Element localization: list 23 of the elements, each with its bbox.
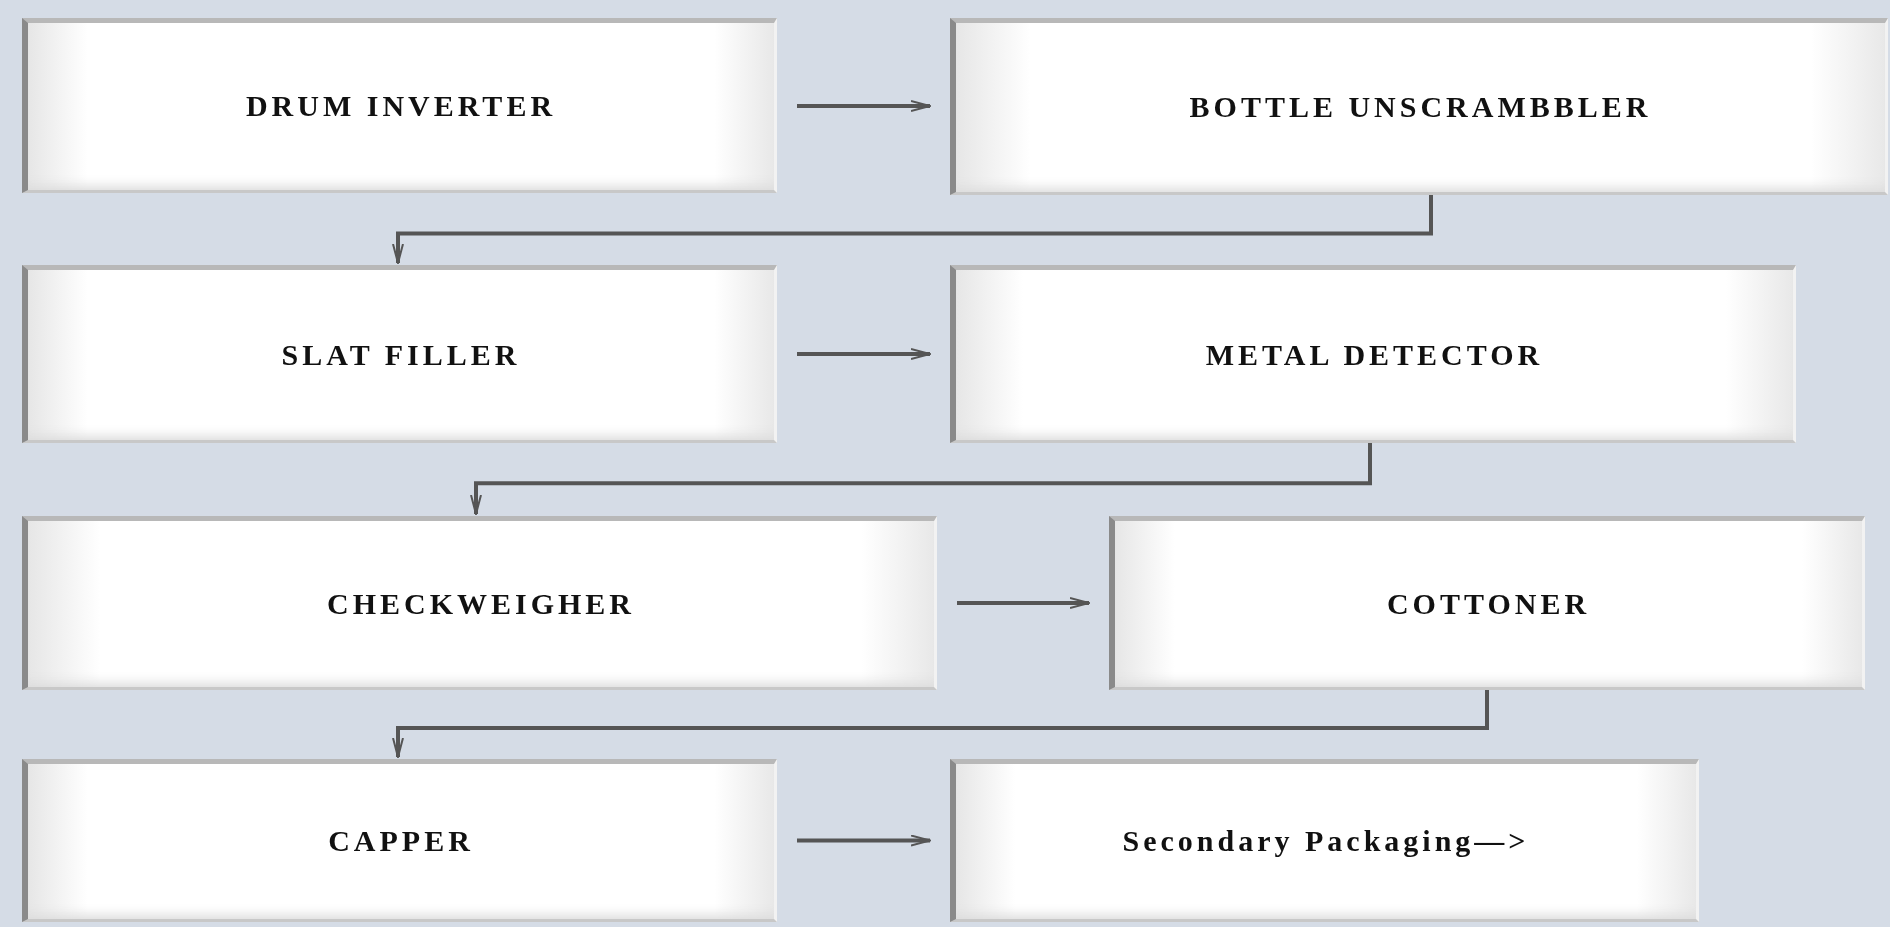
process-box xyxy=(950,265,1796,443)
process-label: SLAT FILLER xyxy=(281,337,521,373)
process-box xyxy=(950,759,1699,922)
process-label: COTTONER xyxy=(1386,586,1591,622)
process-box xyxy=(22,516,937,690)
process-label: CHECKWEIGHER xyxy=(326,586,635,622)
process-label: Secondary Packaging—> xyxy=(1122,824,1530,859)
connector-arrow xyxy=(797,834,931,847)
process-box xyxy=(950,18,1888,195)
process-box xyxy=(1109,516,1865,690)
process-label: METAL DETECTOR xyxy=(1205,337,1544,373)
connector-arrow xyxy=(797,100,931,112)
process-box xyxy=(22,759,777,922)
process-label: DRUM INVERTER xyxy=(245,89,557,124)
connector-arrow xyxy=(392,690,1489,758)
connector-arrow xyxy=(797,348,931,360)
process-box xyxy=(22,18,777,193)
process-label: BOTTLE UNSCRAMBBLER xyxy=(1189,90,1652,125)
connector-arrow xyxy=(957,597,1090,609)
process-box xyxy=(22,265,777,443)
connector-arrow xyxy=(470,443,1372,515)
process-label: CAPPER xyxy=(328,824,474,859)
connector-arrow xyxy=(392,195,1433,264)
